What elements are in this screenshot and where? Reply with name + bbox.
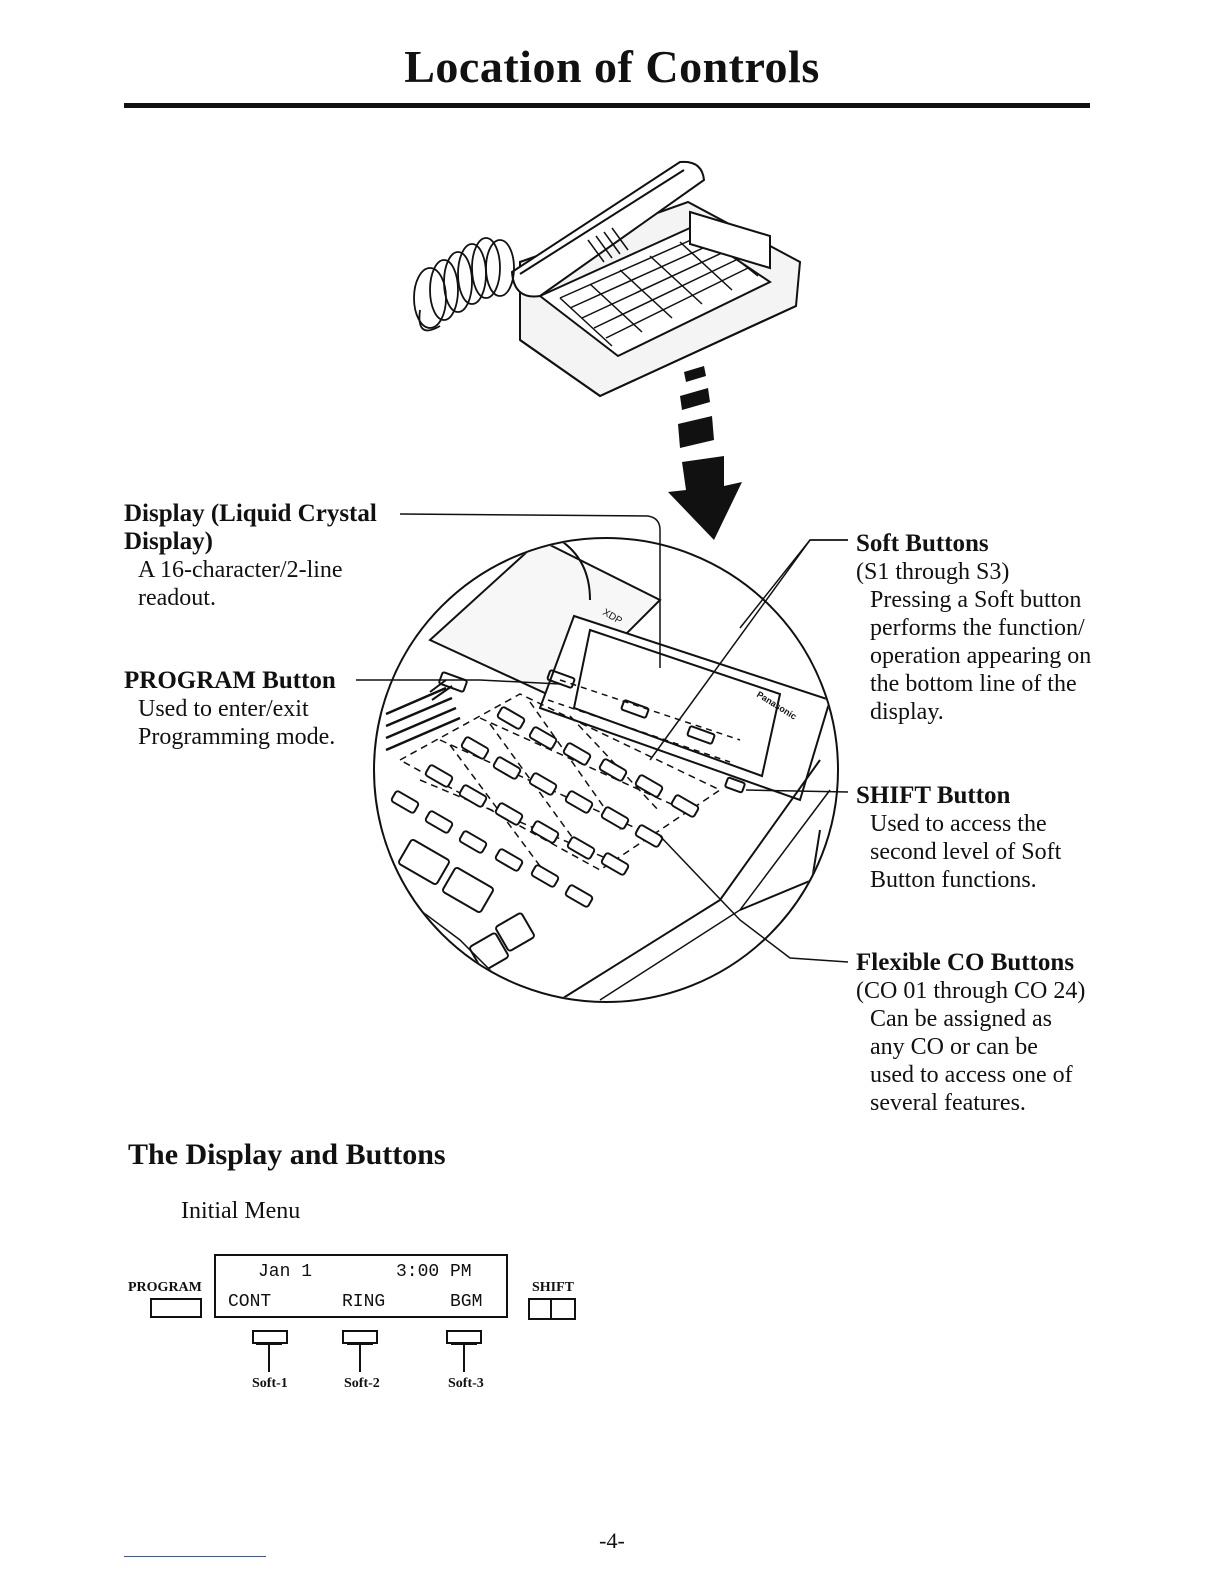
callout-flexible-body-1: Can be assigned as — [870, 1006, 1052, 1032]
callout-shift-body-3: Button functions. — [870, 867, 1037, 893]
callout-soft-sub: (S1 through S3) — [856, 559, 1010, 585]
program-label: PROGRAM — [128, 1280, 202, 1295]
lcd-soft1-function: CONT — [228, 1292, 272, 1312]
leader-lines — [356, 513, 849, 963]
callout-soft-body-1: Pressing a Soft button — [870, 587, 1082, 613]
callout-display-title-1: Display (Liquid Crystal — [124, 500, 377, 527]
callout-flexible-title: Flexible CO Buttons — [856, 949, 1075, 976]
callout-shift: SHIFT Button Used to access the second l… — [856, 782, 1061, 894]
program-button[interactable] — [150, 1298, 202, 1318]
callout-program: PROGRAM Button Used to enter/exit Progra… — [124, 667, 336, 751]
callout-program-body-2: Programming mode. — [138, 724, 336, 750]
callout-soft-title: Soft Buttons — [856, 530, 989, 557]
shift-label: SHIFT — [532, 1280, 575, 1295]
callout-program-title: PROGRAM Button — [124, 667, 336, 694]
magnified-keypad-icon — [373, 537, 839, 1003]
telephone-overview-icon — [413, 160, 802, 398]
callout-soft-body-5: display. — [870, 699, 944, 725]
page-title: Location of Controls — [404, 41, 820, 92]
callout-display: Display (Liquid Crystal Display) A 16-ch… — [124, 500, 377, 612]
callout-shift-body-1: Used to access the — [870, 811, 1047, 837]
shift-button[interactable] — [528, 1298, 576, 1320]
lcd-soft2-function: RING — [342, 1292, 386, 1312]
footer-link-line — [124, 1556, 266, 1557]
arrow-down-icon — [668, 366, 742, 540]
soft-2-button[interactable] — [342, 1330, 378, 1344]
callout-flexible-sub: (CO 01 through CO 24) — [856, 978, 1086, 1004]
lcd-display: Jan 1 3:00 PM CONT RING BGM — [214, 1254, 508, 1318]
soft-2-label: Soft-2 — [344, 1376, 380, 1391]
callout-display-body-1: A 16-character/2-line — [138, 557, 343, 583]
callout-soft-body-3: operation appearing on — [870, 643, 1092, 669]
callout-soft-buttons: Soft Buttons (S1 through S3) Pressing a … — [856, 530, 1091, 726]
lcd-date: Jan 1 — [258, 1262, 313, 1282]
callout-flexible-body-3: used to access one of — [870, 1062, 1073, 1088]
soft-3-button[interactable] — [446, 1330, 482, 1344]
callout-soft-body-2: performs the function/ — [870, 615, 1085, 641]
callout-flexible-body-2: any CO or can be — [870, 1034, 1038, 1060]
lcd-soft3-function: BGM — [450, 1292, 483, 1312]
page-number: -4- — [599, 1528, 625, 1553]
soft-1-button[interactable] — [252, 1330, 288, 1344]
callout-display-title-2: Display) — [124, 528, 213, 555]
callout-shift-title: SHIFT Button — [856, 782, 1011, 809]
callout-flexible-body-4: several features. — [870, 1090, 1026, 1116]
soft-1-label: Soft-1 — [252, 1376, 288, 1391]
section-heading: The Display and Buttons — [128, 1138, 446, 1171]
callout-flexible-co: Flexible CO Buttons (CO 01 through CO 24… — [856, 949, 1085, 1117]
soft-3-label: Soft-3 — [448, 1376, 484, 1391]
callout-shift-body-2: second level of Soft — [870, 839, 1062, 865]
lcd-time: 3:00 PM — [396, 1262, 472, 1282]
callout-display-body-2: readout. — [138, 585, 216, 611]
initial-menu-label: Initial Menu — [181, 1198, 301, 1224]
callout-program-body-1: Used to enter/exit — [138, 696, 309, 722]
soft-button-diagram — [256, 1343, 477, 1372]
title-rule — [124, 103, 1090, 108]
callout-soft-body-4: the bottom line of the — [870, 671, 1077, 697]
